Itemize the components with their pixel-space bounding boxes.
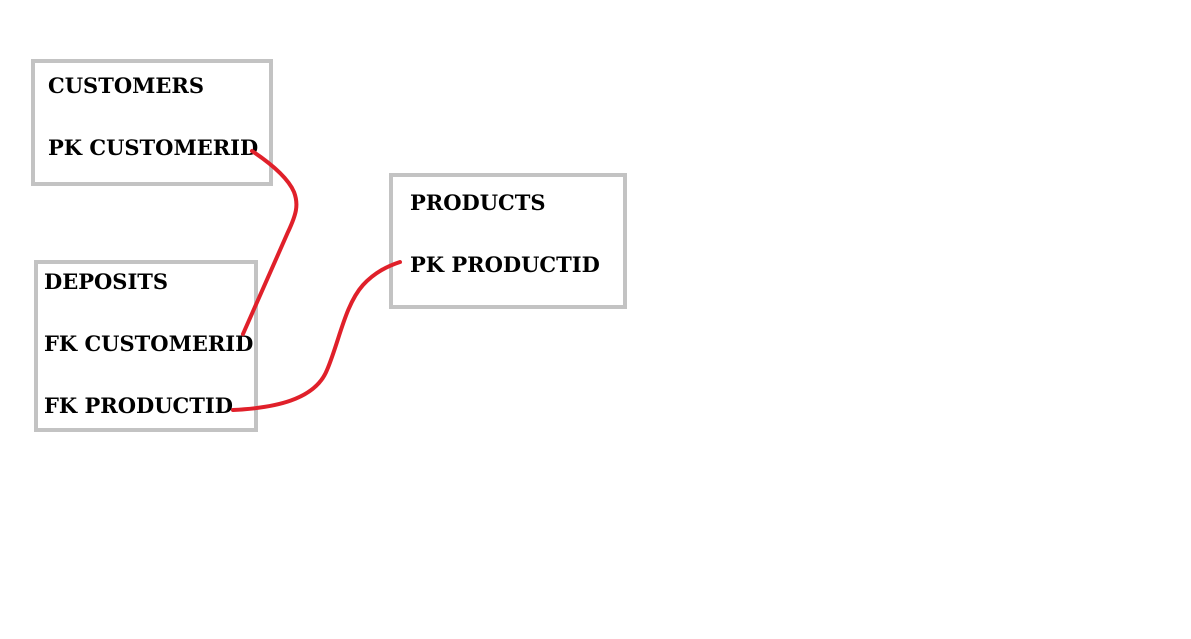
products-title: PRODUCTS — [410, 190, 546, 215]
customers-pk-customerid: PK CUSTOMERID — [48, 135, 259, 160]
deposits-fk-productid: FK PRODUCTID — [44, 393, 233, 418]
customers-title: CUSTOMERS — [48, 73, 204, 98]
deposits-table: DEPOSITS FK CUSTOMERID FK PRODUCTID — [34, 260, 258, 432]
products-table: PRODUCTS PK PRODUCTID — [389, 173, 627, 309]
customers-table: CUSTOMERS PK CUSTOMERID — [31, 59, 273, 186]
products-pk-productid: PK PRODUCTID — [410, 252, 600, 277]
deposits-fk-customerid: FK CUSTOMERID — [44, 331, 254, 356]
relation-productid-line — [231, 260, 402, 412]
deposits-title: DEPOSITS — [44, 269, 169, 294]
